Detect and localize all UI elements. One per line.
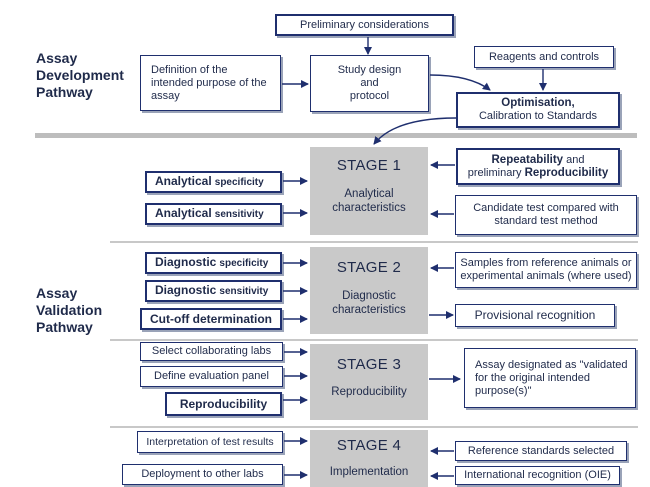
development-pathway-label: Assay Development Pathway <box>36 50 124 100</box>
reference-samples-box: Samples from reference animals or experi… <box>455 252 637 288</box>
deployment-labs-box: Deployment to other labs <box>122 464 283 485</box>
reference-standards-box: Reference standards selected <box>455 441 627 461</box>
select-labs-box: Select collaborating labs <box>140 342 283 361</box>
pathway-separator <box>35 133 637 138</box>
reagents-controls-box: Reagents and controls <box>474 46 614 68</box>
repeatability-box: Repeatability and preliminary Reproducib… <box>456 148 620 185</box>
stage-3-box: STAGE 3 Reproducibility <box>310 344 428 420</box>
definition-of-purpose-box: Definition of the intended purpose of th… <box>140 55 281 111</box>
optimisation-box: Optimisation, Calibration to Standards <box>456 92 620 128</box>
international-recognition-box: International recognition (OIE) <box>455 466 620 485</box>
stage-1-box: STAGE 1 Analytical characteristics <box>310 147 428 235</box>
stage-2-box: STAGE 2 Diagnostic characteristics <box>310 247 428 334</box>
stage-4-box: STAGE 4 Implementation <box>310 430 428 487</box>
stage-separator-3 <box>110 426 638 428</box>
arrow-design-to-optimisation <box>429 74 491 91</box>
preliminary-considerations-box: Preliminary considerations <box>275 14 454 36</box>
stage-1-title: STAGE 1 <box>336 157 402 174</box>
stage-2-title: STAGE 2 <box>336 259 402 276</box>
analytical-sensitivity-box: Analytical sensitivity <box>145 203 282 225</box>
diagnostic-sensitivity-box: Diagnostic sensitivity <box>145 280 282 302</box>
candidate-test-box: Candidate test compared with standard te… <box>455 195 637 235</box>
study-design-box: Study design and protocol <box>310 55 429 112</box>
analytical-specificity-box: Analytical specificity <box>145 171 282 193</box>
provisional-recognition-box: Provisional recognition <box>455 304 615 327</box>
evaluation-panel-box: Define evaluation panel <box>140 366 283 387</box>
interpretation-results-box: Interpretation of test results <box>137 431 283 453</box>
reproducibility-box: Reproducibility <box>165 392 282 416</box>
cutoff-determination-box: Cut-off determination <box>140 308 282 330</box>
arrow-optimisation-to-stage1 <box>373 117 457 145</box>
diagnostic-specificity-box: Diagnostic specificity <box>145 252 282 274</box>
validated-assay-box: Assay designated as "validated for the o… <box>464 348 636 408</box>
stage-4-title: STAGE 4 <box>336 437 402 454</box>
stage-separator-2 <box>110 339 638 341</box>
stage-separator-1 <box>110 241 638 243</box>
validation-pathway-label: Assay Validation Pathway <box>36 285 103 335</box>
stage-3-title: STAGE 3 <box>336 356 402 373</box>
